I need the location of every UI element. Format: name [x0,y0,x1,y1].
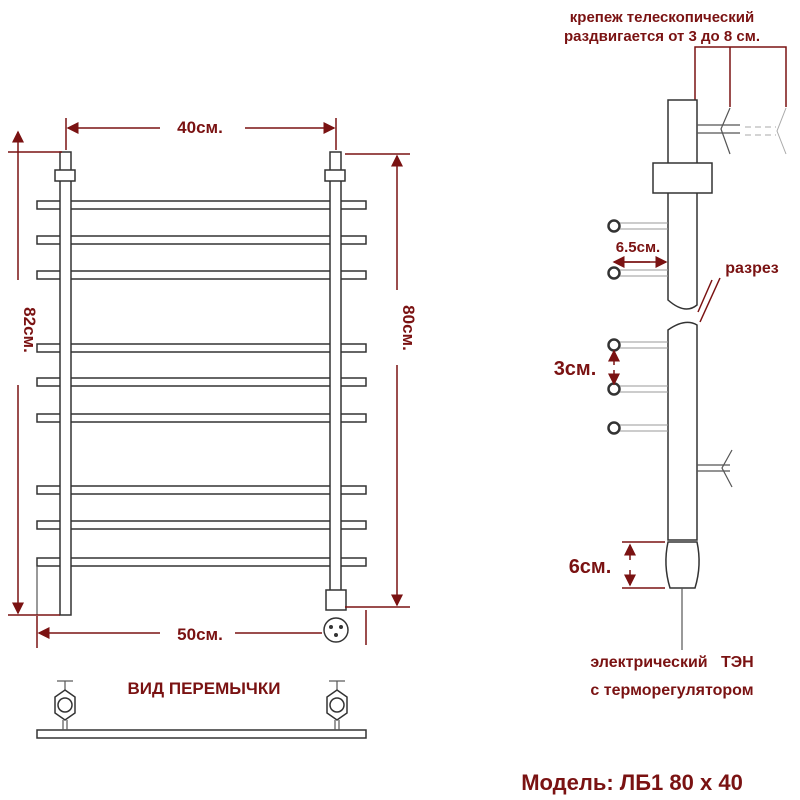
horizontal-bar [36,343,367,353]
bar-ends [607,219,668,435]
heater-body [665,541,700,589]
tube-upper [667,99,698,310]
dim-40cm: 40см. [177,118,223,137]
heater-caption-line1: электрический ТЭН [590,654,753,671]
wall-mount-icon [720,107,731,155]
lower-wall-mount-icon [721,449,733,488]
right-jumper-fitting [326,680,348,731]
side-view: крепеж телескопический раздвигается от 3… [554,9,787,699]
horizontal-bar [36,235,367,245]
tube-lower [667,321,698,541]
dim-82cm: 82см. [20,307,39,353]
dim-3cm: 3см. [554,358,597,380]
horizontal-bar [36,557,367,567]
horizontal-bar [36,200,367,210]
bar-end [607,266,668,280]
left-vertical-pipe [59,151,72,616]
horizontal-bar [36,377,367,387]
dim-6-5cm: 6.5см. [616,239,660,256]
right-top-cap [324,169,346,182]
horizontal-bar [36,270,367,280]
dim-6cm: 6см. [569,556,612,578]
mount-caption-line1: крепеж телескопический [570,9,754,26]
horizontal-bar [36,520,367,530]
section-label: разрез [725,260,778,277]
plug-icon [323,617,349,643]
bar-end [607,421,668,435]
horizontal-bar [36,413,367,423]
mount-block [652,162,713,194]
dimension-lines [8,118,410,648]
dim-80cm: 80см. [399,305,418,351]
mount-caption-line2: раздвигается от 3 до 8 см. [564,28,760,45]
left-jumper-fitting [54,680,76,730]
heater-socket [325,589,347,611]
horizontal-bars [36,200,367,567]
left-top-cap [54,169,76,182]
right-vertical-pipe [329,151,342,593]
horizontal-bar [36,485,367,495]
bar-end [607,338,668,352]
heater-caption-line2: с терморегулятором [590,682,753,699]
jumper-view [36,680,367,739]
dim-50cm: 50см. [177,625,223,644]
model-label: Модель: ЛБ1 80 х 40 [521,770,743,795]
jumper-view-title: ВИД ПЕРЕМЫЧКИ [128,679,281,698]
bar-end [607,382,668,396]
bar-end [607,219,668,233]
front-view [36,151,367,643]
